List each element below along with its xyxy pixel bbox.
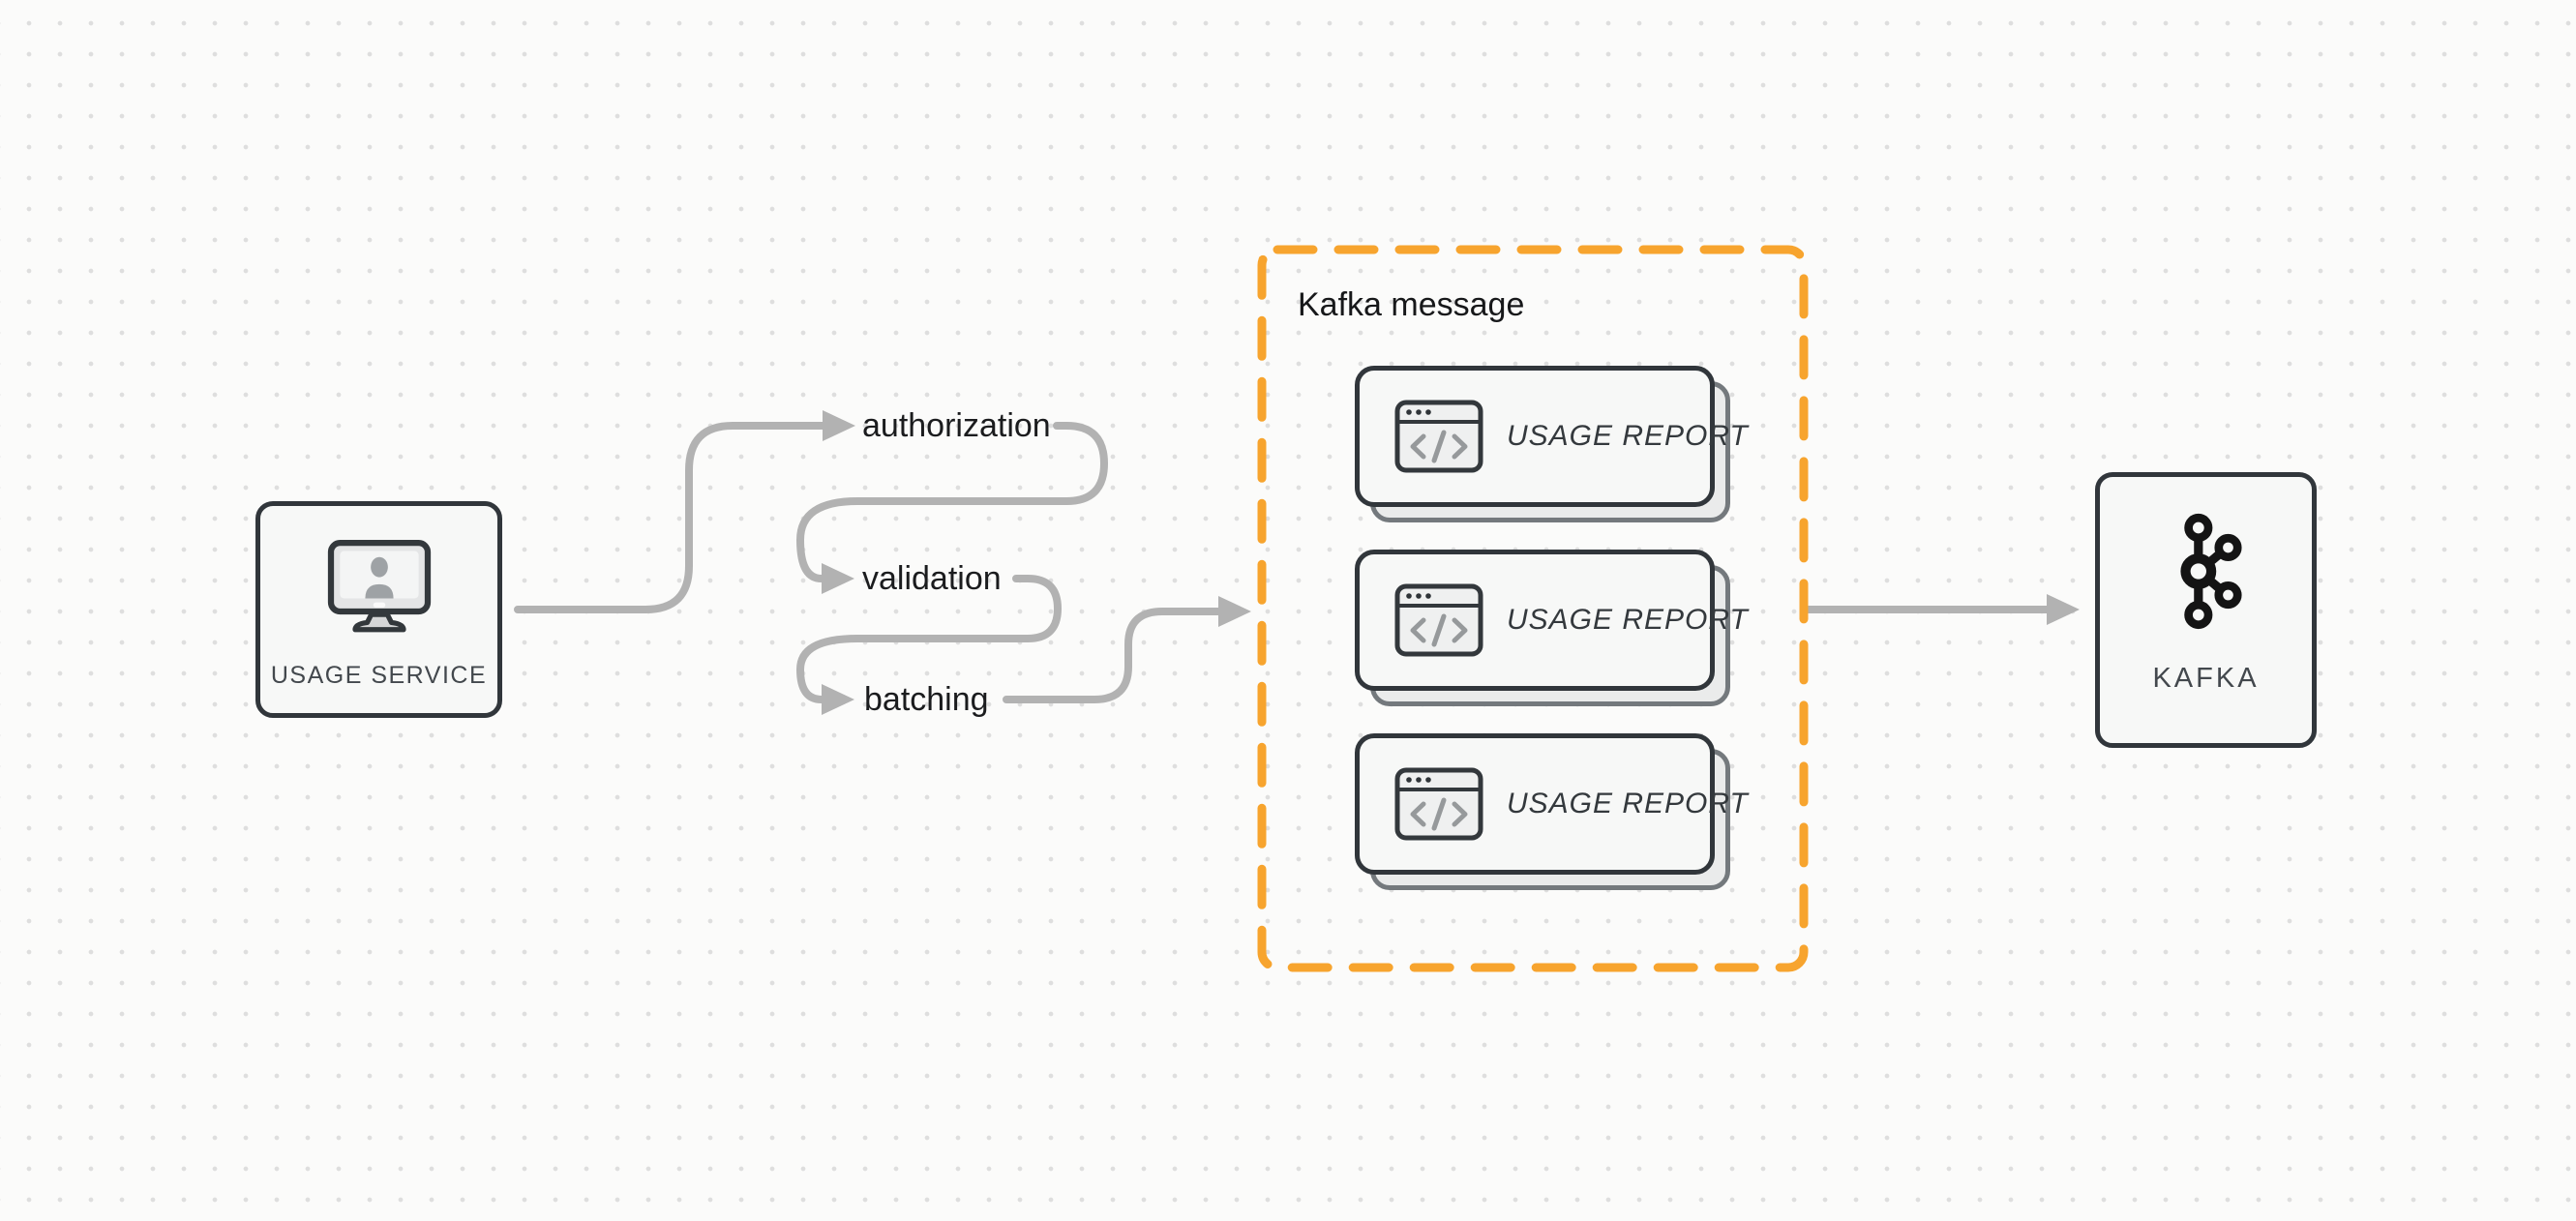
code-window-icon (1394, 400, 1483, 473)
arrowhead-into-kafka (2047, 594, 2080, 625)
usage-report-label: USAGE REPORT (1507, 420, 1749, 452)
usage-report-card-front: USAGE REPORT (1355, 550, 1748, 691)
connector-usage-to-authorization (514, 422, 826, 613)
usage-service-label: USAGE SERVICE (270, 662, 488, 689)
arrowhead-into-group (1218, 596, 1251, 627)
connector-batching-to-group (1003, 608, 1222, 703)
arrowhead-authorization (823, 410, 855, 441)
usage-service-node: USAGE SERVICE (255, 501, 502, 718)
kafka-message-group-title: Kafka message (1298, 286, 1525, 323)
kafka-logo-icon (2167, 506, 2246, 641)
usage-report-label: USAGE REPORT (1507, 788, 1749, 819)
kafka-label: KAFKA (2152, 663, 2260, 694)
usage-report-label: USAGE REPORT (1507, 604, 1749, 636)
code-window-icon (1394, 583, 1483, 657)
usage-report-card: USAGE REPORT (1355, 550, 1748, 706)
arrowhead-batching (822, 684, 854, 715)
connector-authorization-to-validation (796, 422, 1108, 582)
step-label-batching: batching (864, 681, 989, 718)
usage-report-card: USAGE REPORT (1355, 366, 1748, 522)
usage-report-card-front: USAGE REPORT (1355, 366, 1748, 507)
code-window-icon (1394, 767, 1483, 841)
user-monitor-icon (326, 539, 433, 640)
usage-report-card: USAGE REPORT (1355, 733, 1748, 890)
arrowhead-validation (822, 563, 854, 594)
usage-report-card-front: USAGE REPORT (1355, 733, 1748, 875)
step-label-authorization: authorization (862, 407, 1051, 444)
kafka-node: KAFKA (2095, 472, 2317, 748)
step-label-validation: validation (862, 560, 1002, 597)
